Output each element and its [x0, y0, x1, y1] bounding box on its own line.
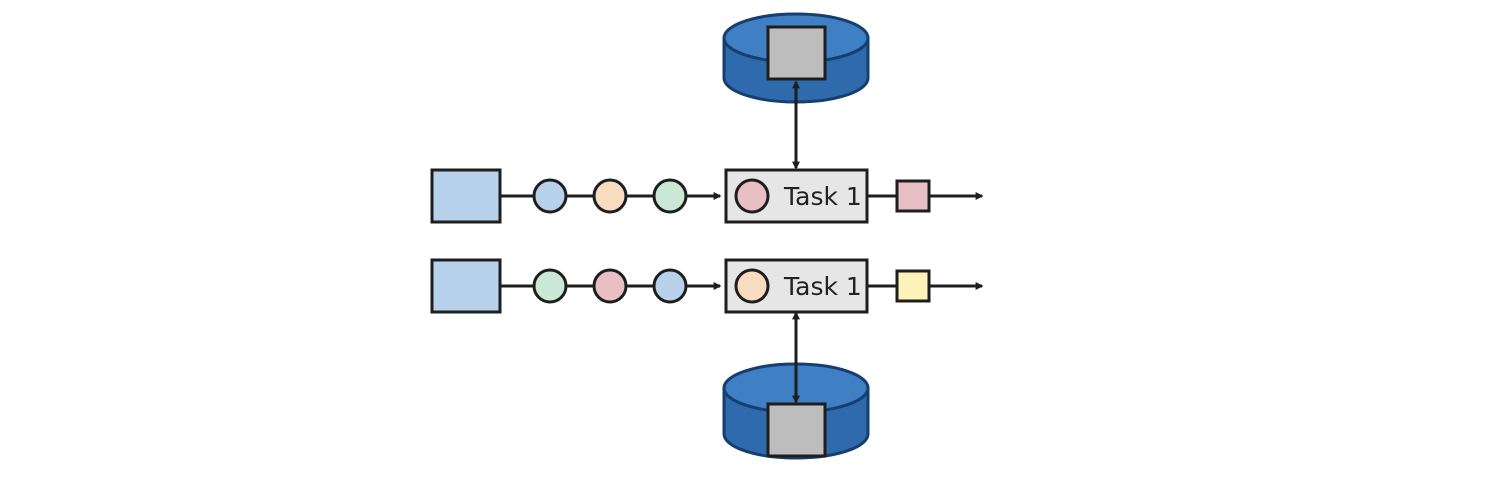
event-circle-1 — [532, 178, 568, 214]
output-record — [895, 269, 931, 303]
current-event-circle — [734, 268, 770, 304]
state-block — [766, 25, 827, 81]
event-circle-3 — [652, 268, 688, 304]
event-circle-2 — [592, 178, 628, 214]
current-event-circle — [734, 178, 770, 214]
event-circle-2 — [592, 268, 628, 304]
pipeline-row-1: Task 1 — [430, 168, 984, 224]
source-box — [430, 168, 502, 224]
state-store-top — [722, 12, 870, 104]
output-record — [895, 179, 931, 213]
event-circle-3 — [652, 178, 688, 214]
event-circle-1 — [532, 268, 568, 304]
source-box — [430, 258, 502, 314]
pipeline-row-2: Task 1 — [430, 258, 984, 314]
task-label: Task 1 — [783, 272, 862, 301]
task-label: Task 1 — [783, 182, 862, 211]
state-block — [766, 402, 827, 458]
